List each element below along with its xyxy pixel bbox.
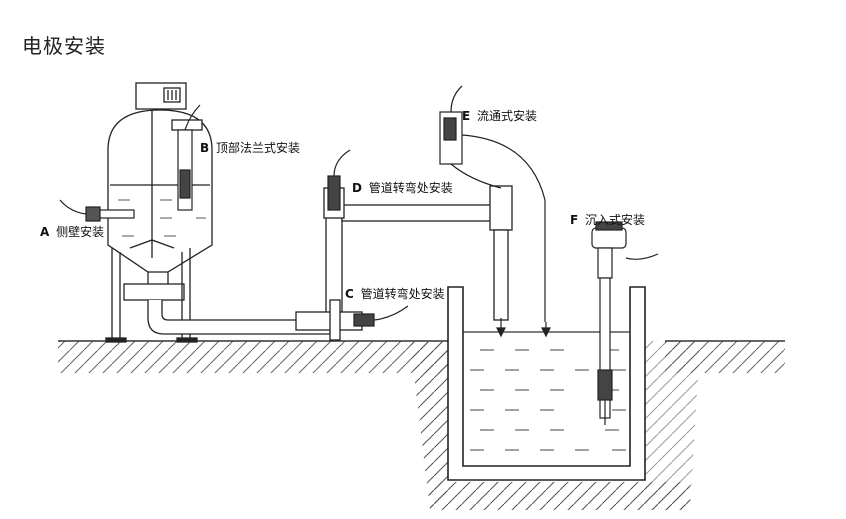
flow-arrows <box>496 318 551 338</box>
electrode-f <box>591 221 659 425</box>
electrode-e <box>439 85 546 322</box>
electrode-d <box>327 149 351 211</box>
electrode-a <box>59 199 135 222</box>
label-f: F 沉入式安装 <box>570 212 645 227</box>
electrode-c <box>353 305 409 327</box>
basin <box>410 286 700 510</box>
label-b: B 顶部法兰式安装 <box>200 140 300 155</box>
label-a: A 侧壁安装 <box>40 224 104 239</box>
electrode-b <box>177 104 201 211</box>
label-d: D 管道转弯处安装 <box>352 180 453 195</box>
page-title: 电极安装 <box>22 34 106 58</box>
label-e: E 流通式安装 <box>462 108 537 123</box>
label-c: C 管道转弯处安装 <box>345 286 445 301</box>
